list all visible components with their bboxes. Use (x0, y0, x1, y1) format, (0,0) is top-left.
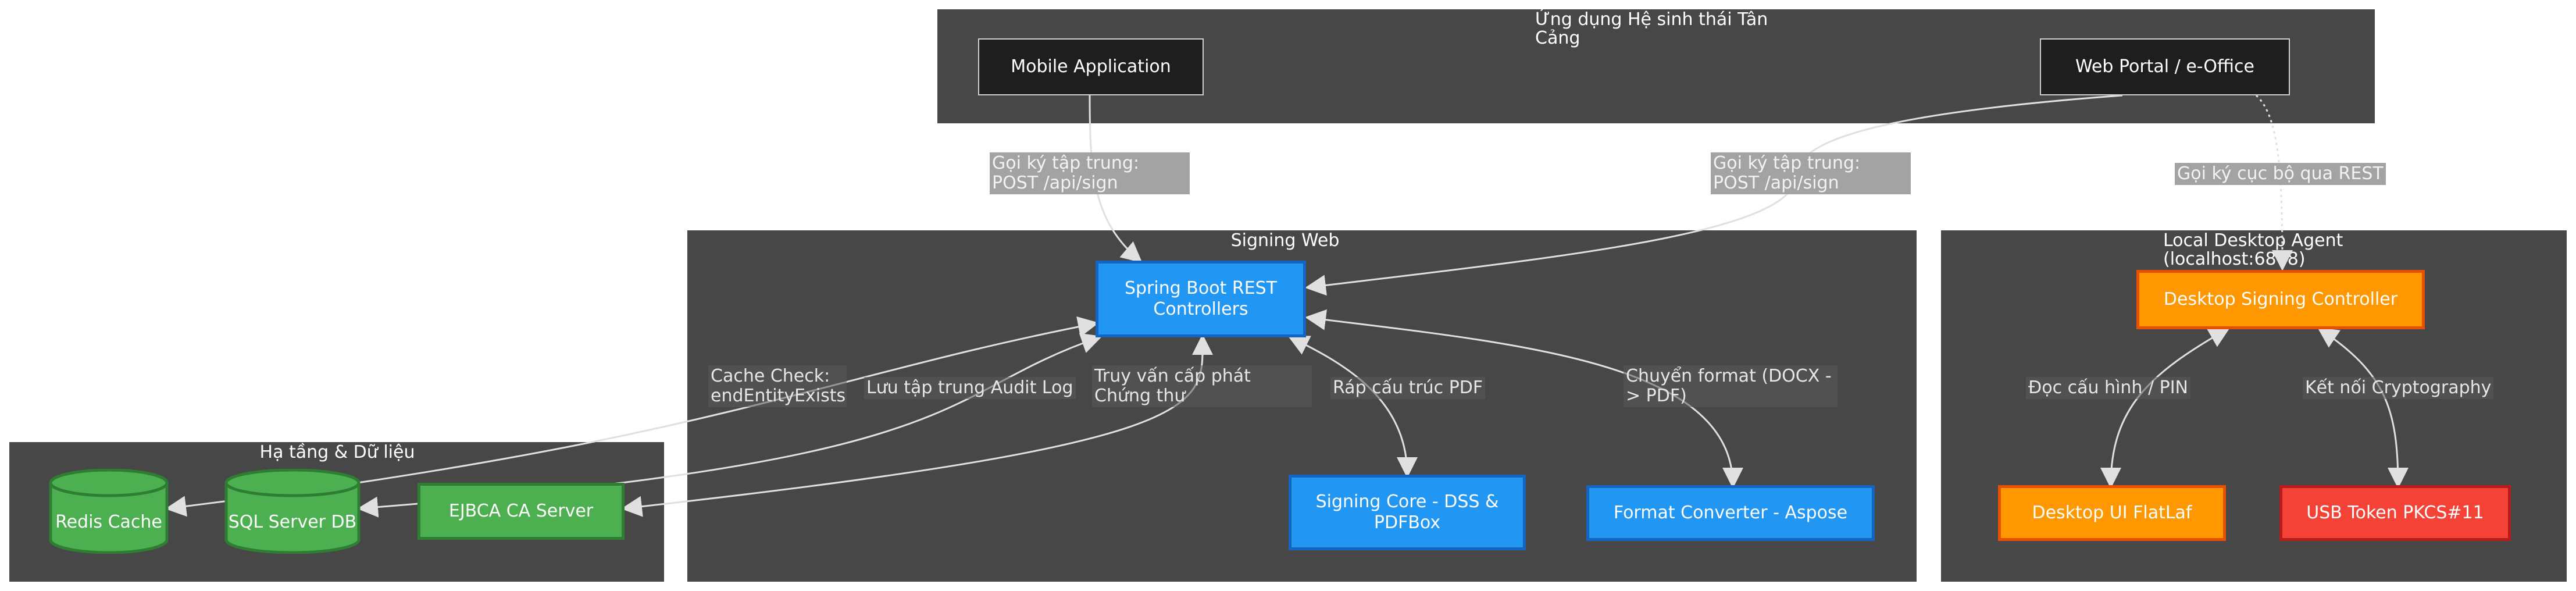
edge-controller-ui (2100, 327, 2231, 489)
node-ejbca-ca-server[interactable]: EJBCA CA Server (418, 483, 625, 540)
edge-label-cache-check: Cache Check: endEntityExists (708, 365, 847, 407)
node-usb-token[interactable]: USB Token PKCS#11 (2279, 485, 2511, 541)
sql-cylinder-icon (224, 469, 361, 554)
edge-portal-local (2255, 94, 2293, 271)
edge-label-cert-query: Truy vấn cấp phát Chứng thư (1092, 365, 1312, 407)
edge-controller-usb (2317, 327, 2409, 489)
node-format-converter[interactable]: Format Converter - Aspose (1586, 485, 1875, 541)
node-desktop-signing-controller[interactable]: Desktop Signing Controller (2136, 270, 2425, 329)
redis-cylinder-icon (49, 469, 169, 554)
node-rest-controllers[interactable]: Spring Boot REST Controllers (1096, 261, 1306, 337)
edge-label-read-config: Đọc cấu hình / PIN (2026, 377, 2190, 399)
edge-label-portal-sign: Gọi ký tập trung: POST /api/sign (1711, 152, 1911, 194)
edge-label-pdf-assembly: Ráp cấu trúc PDF (1330, 377, 1486, 399)
node-mobile-application[interactable]: Mobile Application (978, 38, 1204, 95)
node-redis-cache[interactable]: Redis Cache (55, 512, 162, 532)
node-desktop-ui[interactable]: Desktop UI FlatLaf (1998, 485, 2226, 541)
node-signing-core[interactable]: Signing Core - DSS & PDFBox (1289, 475, 1526, 550)
cluster-web-service-title: Signing Web Service (Backend) (1206, 232, 1364, 251)
edge-label-audit-log: Lưu tập trung Audit Log (864, 377, 1076, 399)
edge-label-crypto-connect: Kết nối Cryptography (2303, 377, 2494, 399)
cluster-ecosystem-title: Ứng dụng Hệ sinh thái Tân Cảng (1535, 9, 1768, 48)
node-sql-server-db[interactable]: SQL Server DB (228, 512, 357, 532)
edge-label-portal-local: Gọi ký cục bộ qua REST (2175, 163, 2386, 185)
node-web-portal[interactable]: Web Portal / e-Office (2040, 38, 2290, 95)
edge-rest-converter (1305, 309, 1743, 489)
edge-label-format-convert: Chuyển format (DOCX -> PDF) (1624, 365, 1838, 407)
edge-label-mobile-sign: Gọi ký tập trung: POST /api/sign (990, 152, 1190, 194)
